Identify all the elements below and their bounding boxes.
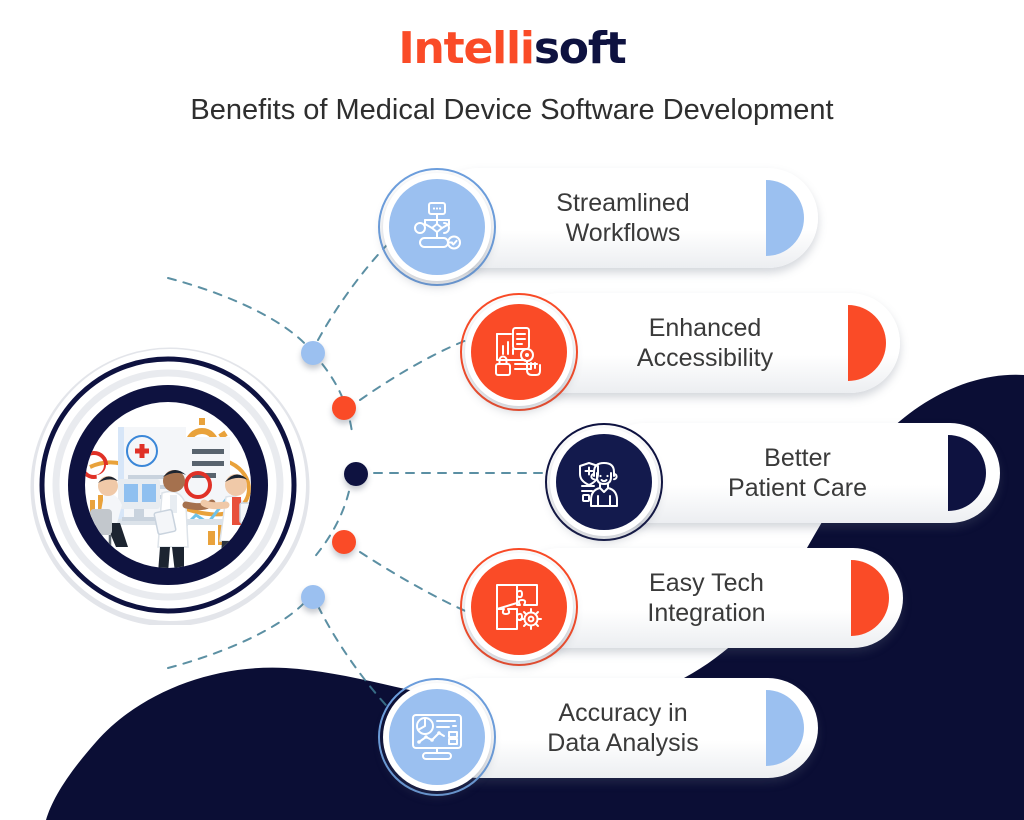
connector-dot-4 [332,530,356,554]
benefit-label: Better Patient Care [665,423,930,523]
benefit-label: Easy Tech Integration [580,548,833,648]
connector-dot-1 [301,341,325,365]
benefit-pill [595,423,1000,523]
benefit-accent-cap [848,305,886,381]
benefit-label-line1: Enhanced [648,313,762,342]
benefit-label-line1: Better [764,443,831,472]
benefit-label-line2: Integration [647,599,766,627]
benefit-accent-cap [851,560,889,636]
benefit-icon-badge[interactable] [378,168,496,286]
connector-dot-3 [344,462,368,486]
benefit-icon-badge[interactable] [460,548,578,666]
connector-dot-5 [301,585,325,609]
benefit-label-line2: Data Analysis [547,729,699,757]
benefit-label: Accuracy in Data Analysis [498,678,748,778]
logo-text-intelli: Intelli [398,23,535,74]
benefit-icon-badge[interactable] [378,678,496,796]
page-title: Benefits of Medical Device Software Deve… [190,94,834,126]
benefit-label-line2: Workflows [565,219,681,247]
doctor-shield-icon [579,462,618,507]
benefit-accent-cap [948,435,986,511]
benefit-label-line1: Streamlined [556,188,690,217]
benefit-icon-badge[interactable] [460,293,578,411]
person-seated [86,476,160,559]
benefit-label-line2: Accessibility [636,344,774,372]
logo-text-soft: soft [533,23,627,74]
workflow-diagram-icon [414,202,461,250]
benefit-label: Enhanced Accessibility [580,293,830,393]
benefit-label-line1: Easy Tech [649,568,764,597]
data-analytics-monitor-icon [412,714,462,760]
hero-illustration [30,347,310,625]
puzzle-gear-icon [496,584,542,630]
benefit-accent-cap [766,180,804,256]
benefit-label: Streamlined Workflows [498,168,748,268]
benefit-accent-cap [766,690,804,766]
benefit-pill [510,293,900,393]
connector-dot-2 [332,396,356,420]
benefit-label-line2: Patient Care [728,474,867,502]
benefit-icon-badge[interactable] [545,423,663,541]
benefit-label-line1: Accuracy in [558,698,688,727]
secure-report-access-icon [495,327,541,376]
brand-logo: Intellisoft [0,27,1024,71]
